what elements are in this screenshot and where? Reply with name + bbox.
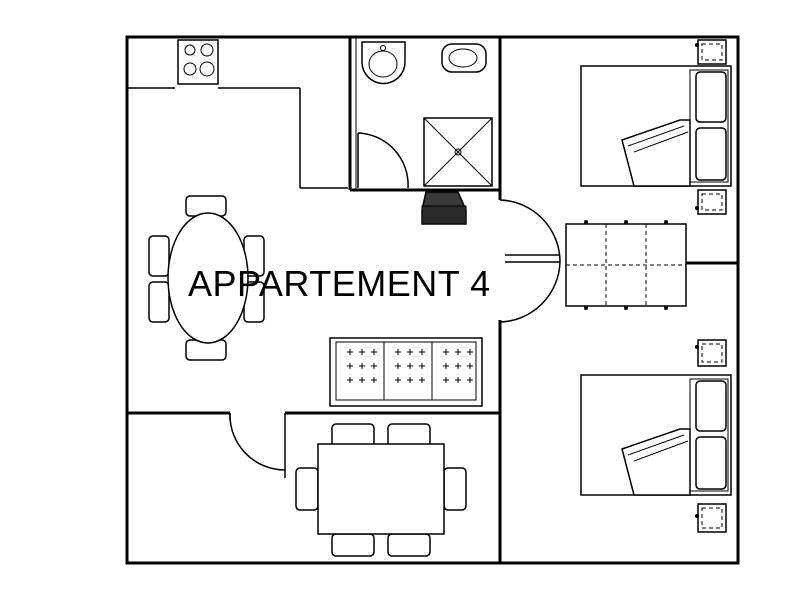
shower-icon — [423, 117, 493, 187]
nightstand-icon — [695, 339, 727, 533]
sofa-icon — [329, 337, 483, 407]
outer-walls — [125, 35, 740, 565]
stove-icon — [177, 39, 219, 85]
bed-icon — [580, 65, 732, 187]
wardrobe-icon — [565, 220, 687, 310]
oval-dining-table-icon — [148, 195, 265, 361]
toilet-icon — [441, 43, 487, 73]
sink-icon — [361, 41, 406, 85]
bed-icon — [580, 374, 732, 496]
nightstand-icon — [695, 39, 727, 215]
plan-title: APPARTEMENT 4 — [188, 263, 491, 304]
rectangular-dining-table-icon — [295, 423, 467, 557]
doors — [229, 132, 561, 471]
armchair-icon — [421, 191, 467, 225]
